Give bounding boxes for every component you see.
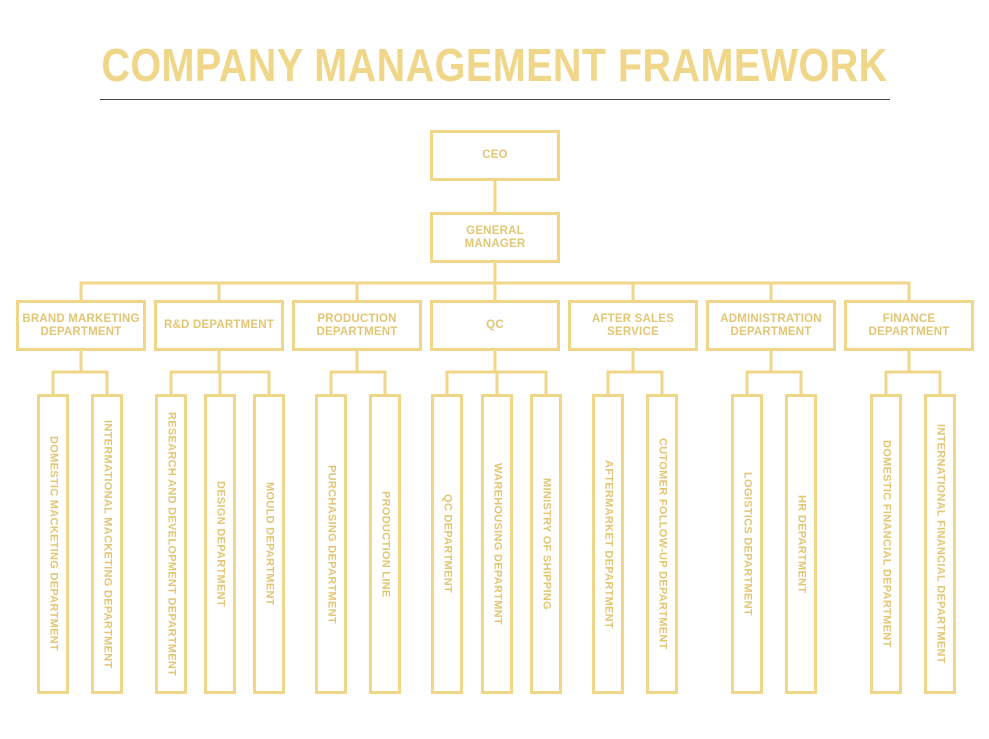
sub-department-label: DOMESTIC FINANCIAL DEPARTMENT — [880, 440, 893, 648]
sub-department-node: QC DEPARTMENT — [431, 394, 463, 694]
sub-department-node: INTERNATIONAL FINANCIAL DEPARTMENT — [924, 394, 956, 694]
sub-department-label: RESEARCH AND DEVELOPMENT DEPARTMENT — [165, 411, 178, 677]
sub-department-node: MOULD DEPARTMENT — [253, 394, 285, 694]
department-label: BRAND MARKETING DEPARTMENT — [22, 312, 140, 338]
sub-department-label: HR DEPARTMENT — [795, 494, 808, 594]
sub-department-node: INTERMATIONAL MACKETING DEPARTMENT — [91, 394, 123, 694]
department-node: PRODUCTION DEPARTMENT — [292, 300, 422, 351]
department-node: ADMINISTRATION DEPARTMENT — [706, 300, 836, 351]
sub-department-node: WAREHOUSING DEPARTMNT — [481, 394, 513, 694]
sub-department-node: AFTERMARKET DEPARTMENT — [592, 394, 624, 694]
sub-department-label: DOMESTIC MACKETING DEPARTMENT — [47, 436, 60, 652]
sub-department-node: PURCHASING DEPARTMENT — [315, 394, 347, 694]
ceo-node: CEO — [430, 130, 560, 181]
sub-department-label: WAREHOUSING DEPARTMNT — [491, 463, 504, 625]
department-node: QC — [430, 300, 560, 351]
sub-department-node: MINISTRY OF SHIPPING — [530, 394, 562, 694]
department-node: BRAND MARKETING DEPARTMENT — [16, 300, 146, 351]
sub-department-node: DOMESTIC FINANCIAL DEPARTMENT — [870, 394, 902, 694]
sub-department-node: CUTOMER FOLLOW-UP DEPARTMENT — [646, 394, 678, 694]
general-manager-label: GENERAL MANAGER — [464, 224, 526, 250]
sub-department-label: INTERMATIONAL MACKETING DEPARTMENT — [101, 419, 114, 669]
sub-department-label: QC DEPARTMENT — [441, 494, 454, 594]
department-label: R&D DEPARTMENT — [164, 319, 274, 331]
sub-department-label: AFTERMARKET DEPARTMENT — [602, 459, 615, 629]
department-label: AFTER SALES SERVICE — [591, 312, 675, 338]
department-node: FINANCE DEPARTMENT — [844, 300, 974, 351]
sub-department-label: PRODUCTION LINE — [379, 490, 392, 598]
sub-department-node: HR DEPARTMENT — [785, 394, 817, 694]
department-node: R&D DEPARTMENT — [154, 300, 284, 351]
title-divider — [100, 99, 890, 100]
department-label: PRODUCTION DEPARTMENT — [316, 312, 398, 338]
ceo-label: CEO — [482, 149, 508, 161]
department-node: AFTER SALES SERVICE — [568, 300, 698, 351]
sub-department-label: MINISTRY OF SHIPPING — [540, 478, 553, 610]
department-label: ADMINISTRATION DEPARTMENT — [720, 312, 822, 338]
sub-department-label: MOULD DEPARTMENT — [263, 482, 276, 606]
sub-department-label: PURCHASING DEPARTMENT — [325, 464, 338, 624]
general-manager-node: GENERAL MANAGER — [430, 212, 560, 263]
sub-department-node: DOMESTIC MACKETING DEPARTMENT — [37, 394, 69, 694]
department-label: FINANCE DEPARTMENT — [868, 312, 950, 338]
page-title: COMPANY MANAGEMENT FRAMEWORK — [101, 39, 888, 91]
sub-department-node: PRODUCTION LINE — [369, 394, 401, 694]
sub-department-label: CUTOMER FOLLOW-UP DEPARTMENT — [656, 438, 669, 650]
sub-department-node: DESIGN DEPARTMENT — [204, 394, 236, 694]
department-label: QC — [486, 319, 504, 331]
sub-department-node: RESEARCH AND DEVELOPMENT DEPARTMENT — [155, 394, 187, 694]
sub-department-label: LOGISTICS DEPARTMENT — [741, 472, 754, 616]
sub-department-label: INTERNATIONAL FINANCIAL DEPARTMENT — [934, 424, 947, 664]
sub-department-label: DESIGN DEPARTMENT — [214, 481, 227, 607]
sub-department-node: LOGISTICS DEPARTMENT — [731, 394, 763, 694]
